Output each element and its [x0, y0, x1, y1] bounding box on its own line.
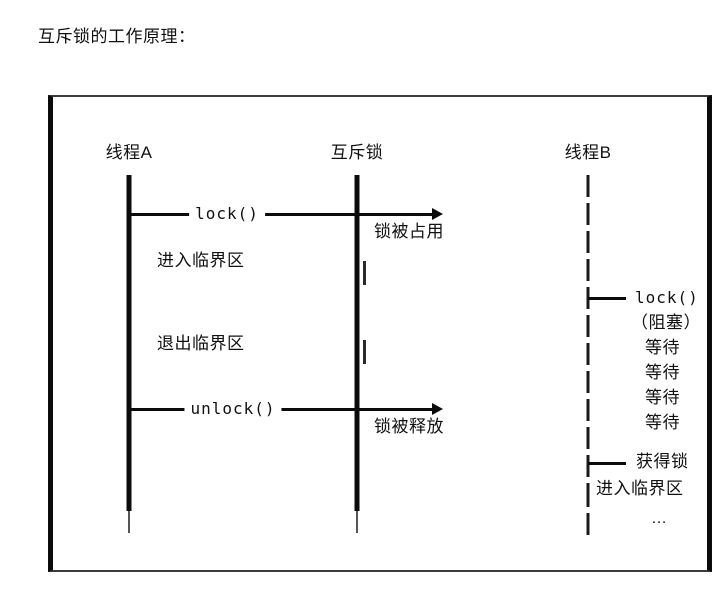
message-line-lock: [129, 213, 432, 216]
lifeline-mutex: [354, 175, 360, 511]
lifeline-thread-b-seg: [586, 399, 590, 421]
mutex-activity-tick: [363, 340, 366, 364]
sequence-diagram-frame: 线程A 互斥锁 线程B lock() 锁被占用 进入临界区: [48, 95, 712, 572]
thread-b-row-enter-critical-section: 进入临界区: [596, 479, 684, 498]
lifeline-thread-b-seg: [586, 427, 590, 449]
diagram-canvas: 线程A 互斥锁 线程B lock() 锁被占用 进入临界区: [53, 97, 707, 570]
note-enter-critical-section-a: 进入临界区: [157, 251, 245, 270]
arrowhead-unlock-icon: [432, 403, 443, 415]
thread-b-stub-acquired: [588, 462, 626, 465]
thread-b-stub-lock: [588, 297, 626, 300]
thread-b-row-wait-4: 等待: [645, 413, 680, 432]
note-lock-released: 锁被释放: [374, 417, 444, 436]
lifeline-thread-b-seg: [586, 231, 590, 253]
thread-b-row-blocked: （阻塞）: [631, 313, 701, 332]
message-label-unlock: unlock(): [184, 400, 282, 418]
lifeline-mutex-tail: [356, 511, 358, 533]
lifeline-thread-b-seg: [586, 513, 590, 535]
lifeline-thread-b-seg: [586, 175, 590, 197]
thread-b-row-acquired: 获得锁: [636, 452, 689, 471]
lifeline-thread-a-tail: [128, 511, 130, 533]
lifeline-thread-b-seg: [586, 483, 590, 507]
thread-b-row-ellipsis: …: [651, 510, 671, 527]
lifeline-thread-b-seg: [586, 203, 590, 225]
note-lock-held: 锁被占用: [374, 222, 444, 241]
lifeline-thread-a: [126, 175, 132, 511]
message-label-lock: lock(): [189, 205, 265, 223]
lifeline-thread-b-seg: [586, 455, 590, 477]
thread-b-row-wait-2: 等待: [645, 363, 680, 382]
thread-b-row-lock: lock(): [635, 288, 699, 307]
arrowhead-lock-icon: [432, 208, 443, 220]
column-header-thread-a: 线程A: [105, 143, 153, 162]
lifeline-thread-b-seg: [586, 259, 590, 281]
thread-b-row-wait-1: 等待: [645, 338, 680, 357]
column-header-mutex: 互斥锁: [330, 143, 384, 162]
mutex-activity-tick: [363, 261, 366, 285]
column-header-thread-b: 线程B: [564, 143, 612, 162]
page-title: 互斥锁的工作原理：: [38, 27, 196, 46]
lifeline-thread-b-seg: [586, 315, 590, 337]
thread-b-row-wait-3: 等待: [645, 388, 680, 407]
lifeline-thread-b-seg: [586, 371, 590, 393]
lifeline-thread-b-seg: [586, 343, 590, 365]
note-exit-critical-section-a: 退出临界区: [157, 334, 245, 353]
